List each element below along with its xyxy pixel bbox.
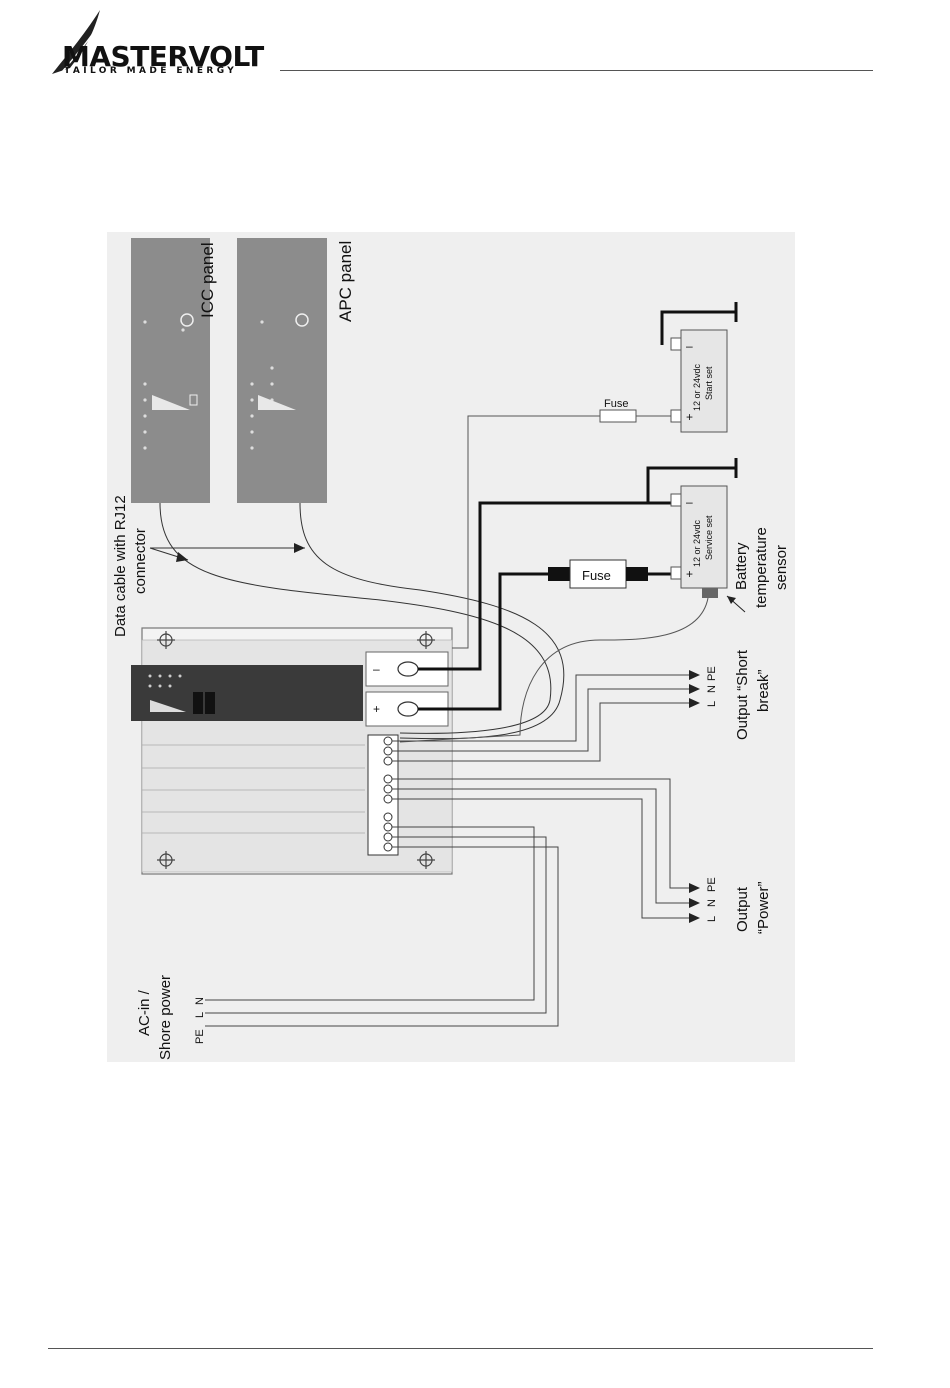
start-battery-minus: – (686, 339, 693, 353)
icc-panel-label: ICC panel (198, 242, 217, 318)
short-break-l: L (706, 701, 718, 707)
short-break-pe: PE (706, 666, 718, 681)
temperature-sensor-icon (702, 588, 718, 598)
start-battery-plus: + (686, 410, 693, 424)
short-break-label-1: Output “Short (734, 649, 751, 740)
power-pe: PE (706, 877, 718, 892)
fuse-small (600, 410, 636, 422)
service-battery-minus: – (686, 495, 693, 509)
service-battery-label-2: Service set (704, 515, 714, 560)
unit-control-panel (131, 665, 363, 721)
short-break-n: N (706, 685, 718, 693)
ac-in-pe: PE (194, 1029, 206, 1044)
start-battery-label-1: 12 or 24vdc (692, 363, 702, 411)
power-l: L (706, 916, 718, 922)
apc-panel-label: APC panel (336, 241, 355, 322)
sensor-label-2: temperature (753, 527, 770, 608)
inverter-minus-label: – (373, 662, 380, 676)
data-cable-label-1: Data cable with RJ12 (112, 495, 129, 637)
service-battery-plus: + (686, 567, 693, 581)
ac-in-label-2: Shore power (157, 975, 174, 1060)
ac-in-l: L (194, 1012, 206, 1018)
footer-divider (48, 1348, 873, 1349)
service-battery-label-1: 12 or 24vdc (692, 519, 702, 567)
fuse-small-label: Fuse (604, 398, 628, 410)
sensor-label-3: sensor (773, 545, 790, 590)
power-n: N (706, 899, 718, 907)
fuse-large-label: Fuse (582, 568, 611, 583)
short-break-label-2: break” (755, 669, 772, 712)
sensor-label-1: Battery (733, 542, 750, 590)
ac-in-n: N (194, 997, 206, 1005)
start-battery-label-2: Start set (704, 366, 714, 400)
icc-panel: ICC panel (131, 238, 217, 503)
ac-in-label-1: AC-in / (136, 989, 153, 1036)
power-label-2: “Power” (755, 881, 772, 934)
data-cable-label-2: connector (132, 528, 149, 594)
inverter-plus-label: + (373, 702, 380, 716)
power-label-1: Output (734, 886, 751, 932)
